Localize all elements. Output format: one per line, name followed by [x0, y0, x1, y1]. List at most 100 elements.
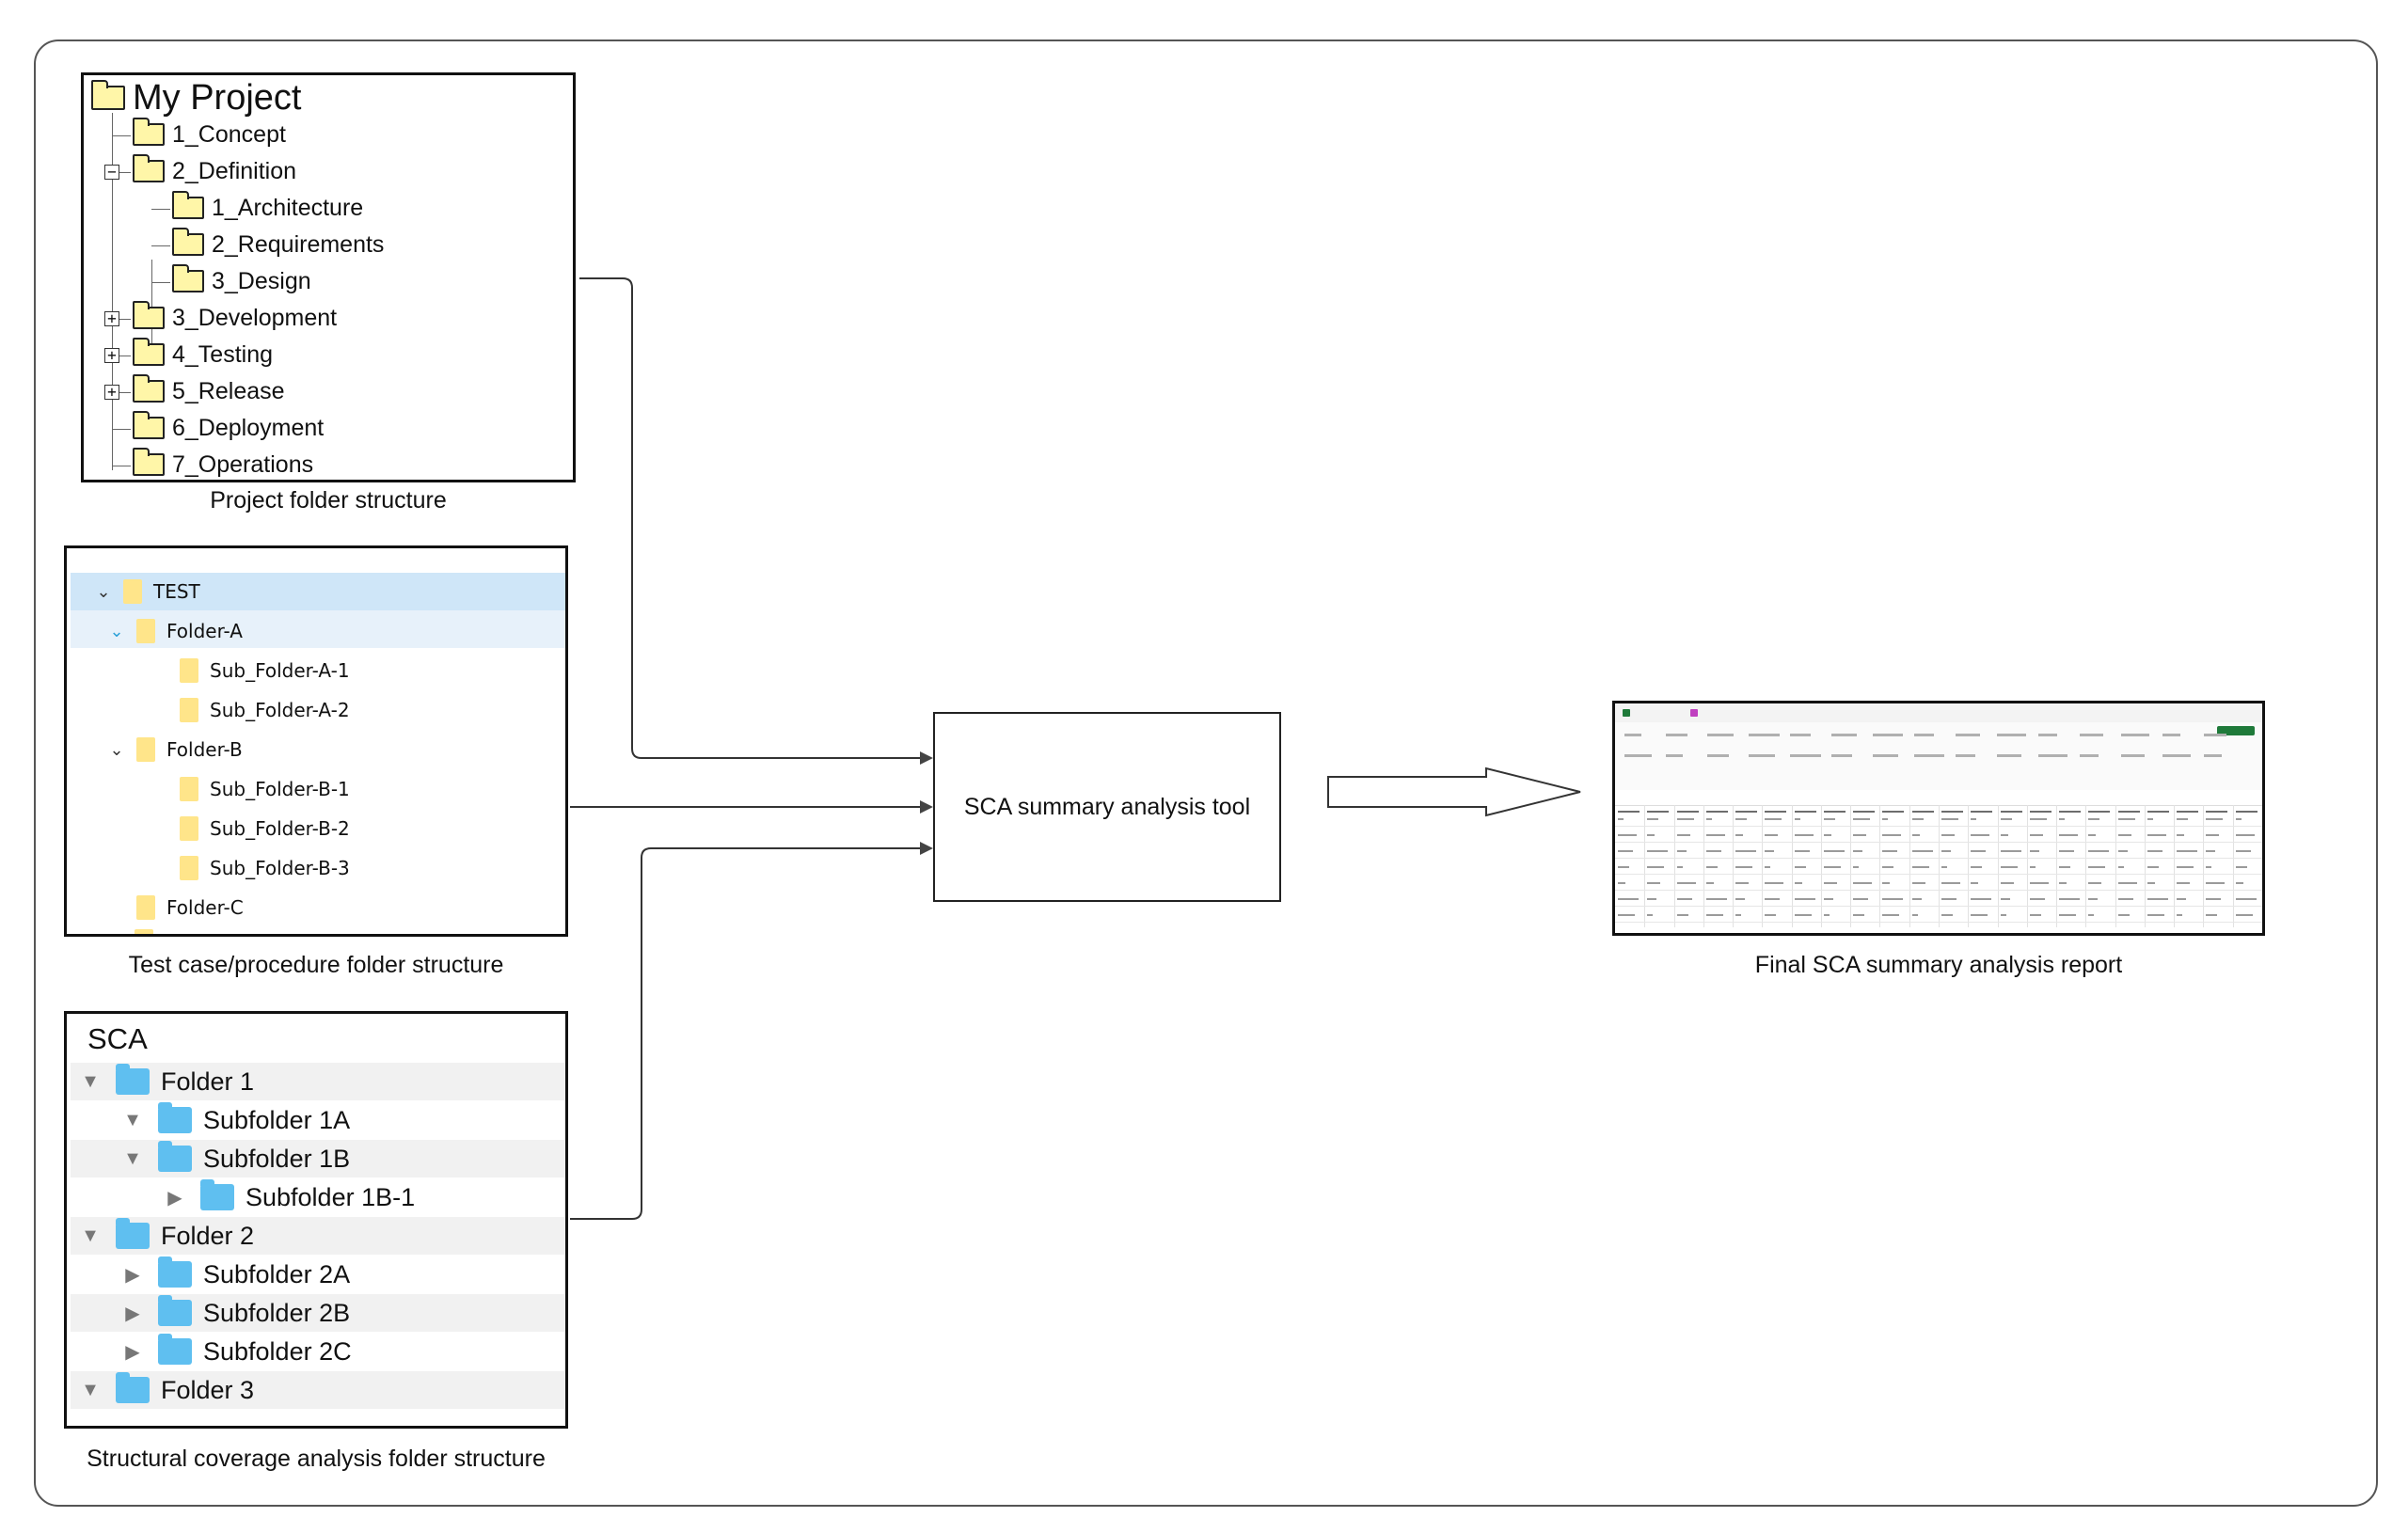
tree-item[interactable]: 6_Deployment	[133, 411, 324, 444]
grid-cell-text	[1677, 914, 1688, 916]
ribbon-control	[1666, 734, 1687, 736]
tree-item[interactable]: Folder-C	[108, 889, 244, 926]
tree-item[interactable]: Sub_Folder-B-2	[121, 810, 350, 847]
tree-item[interactable]: ▼ Folder 3	[80, 1371, 254, 1409]
tree-item-label: Subfolder 2C	[203, 1336, 352, 1366]
grid-cell-text	[2206, 850, 2215, 852]
folder-icon	[133, 118, 165, 146]
grid-cell-text	[1971, 898, 1991, 900]
tree-connector	[112, 319, 131, 320]
disclosure-right-icon[interactable]: ▶	[125, 1303, 140, 1324]
grid-cell-text	[1853, 898, 1868, 900]
grid-column-line	[1998, 805, 1999, 927]
tree-item[interactable]: ▶ Subfolder 2C	[122, 1333, 352, 1370]
header-cell-text	[1647, 811, 1669, 813]
report-caption: Final SCA summary analysis report	[1754, 952, 2123, 978]
tool-label: SCA summary analysis tool	[963, 793, 1251, 820]
grid-cell-text	[1765, 834, 1778, 836]
header-cell-text	[2206, 811, 2227, 813]
tree-item[interactable]: Sub_Folder-A-1	[121, 652, 350, 689]
tree-item[interactable]: Sub_Folder-B-3	[121, 849, 350, 887]
grid-cell-text	[2147, 850, 2162, 852]
tree-item[interactable]: 7_Operations	[133, 448, 313, 480]
grid-cell-text	[1941, 818, 1958, 820]
folder-icon	[135, 929, 153, 934]
folder-icon	[200, 1179, 234, 1210]
tree-item[interactable]: 5_Release	[133, 374, 285, 407]
tree-item[interactable]: ▼Folder 1	[80, 1063, 254, 1100]
tree-item[interactable]: ⌄Folder-B	[108, 731, 243, 768]
grid-cell-text	[1912, 834, 1920, 836]
grid-column-line	[1644, 805, 1645, 927]
expand-icon[interactable]: +	[104, 311, 119, 326]
tree-item[interactable]: 4_Testing	[133, 338, 274, 371]
tree-item[interactable]: ▼Subfolder 1B	[122, 1140, 350, 1177]
tree-root[interactable]: My Project	[91, 77, 301, 119]
disclosure-down-icon[interactable]: ▼	[123, 1147, 142, 1169]
grid-cell-text	[1618, 866, 1629, 868]
tree-item[interactable]: 2_Definition	[133, 154, 296, 187]
grid-cell-text	[2206, 882, 2225, 884]
header-cell-text	[2118, 811, 2140, 813]
tree-item[interactable]: ▶Subfolder 2B	[122, 1294, 350, 1332]
grid-cell-text	[2147, 866, 2159, 868]
chevron-down-icon[interactable]: ⌄	[96, 581, 111, 602]
tree-item[interactable]: ▼ Subfolder 1A	[122, 1101, 350, 1139]
excel-icon	[1623, 709, 1630, 717]
expand-icon[interactable]: +	[104, 348, 119, 363]
grid-cell-text	[1795, 866, 1806, 868]
grid-column-line	[2115, 805, 2116, 927]
grid-cell-text	[2147, 834, 2166, 836]
tree-item[interactable]: ▶Subfolder 2A	[122, 1256, 350, 1293]
grid-cell-text	[2088, 914, 2094, 916]
tree-item[interactable]: 1_Architecture	[172, 191, 363, 224]
tree-item[interactable]: ⌄TEST	[95, 573, 200, 610]
folder-icon	[136, 895, 155, 920]
tree-item-label: 4_Testing	[172, 340, 274, 368]
grid-cell-text	[1912, 850, 1933, 852]
grid-cell-text	[1853, 866, 1859, 868]
chevron-down-icon[interactable]: ⌄	[109, 621, 124, 641]
collapse-icon[interactable]: −	[104, 165, 119, 180]
tree-item[interactable]: 1_Concept	[133, 118, 286, 150]
tree-item-label: Sub_Folder-A-1	[210, 659, 350, 682]
sca-folder-tree: SCA ▼Folder 1▼Subfolder 1A▼Subfolder 1B▶…	[64, 1011, 568, 1429]
tree-item[interactable]: 2_Requirements	[172, 228, 384, 261]
disclosure-down-icon[interactable]: ▼	[81, 1070, 100, 1092]
diagram-frame	[34, 40, 2378, 1507]
grid-cell-text	[1765, 914, 1776, 916]
tree-connector	[151, 245, 170, 246]
ribbon-control	[2080, 734, 2103, 736]
expand-icon[interactable]: +	[104, 385, 119, 400]
tree-item[interactable]: ⌄Folder-A	[108, 612, 243, 650]
report-screenshot	[1612, 701, 2265, 936]
tree-item-label: Folder 3	[161, 1375, 255, 1404]
tree-item[interactable]: 3_Development	[133, 301, 337, 334]
grid-cell-text	[1618, 898, 1639, 900]
disclosure-right-icon[interactable]: ▶	[125, 1341, 140, 1363]
grid-cell-text	[2118, 882, 2137, 884]
disclosure-down-icon[interactable]: ▼	[81, 1379, 100, 1400]
grid-cell-text	[1677, 882, 1696, 884]
tree-item[interactable]: 3_Design	[172, 264, 311, 297]
grid-cell-text	[1735, 914, 1741, 916]
header-cell-text	[1912, 811, 1934, 813]
tree-item[interactable]: Sub_Folder-A-2	[121, 691, 350, 729]
disclosure-down-icon[interactable]: ▼	[81, 1225, 100, 1246]
disclosure-down-icon[interactable]: ▼	[123, 1109, 142, 1130]
grid-cell-text	[1882, 898, 1903, 900]
grid-cell-text	[2001, 850, 2021, 852]
tree-item-label: Subfolder 1A	[203, 1105, 351, 1134]
folder-icon	[172, 264, 204, 292]
tree-item[interactable]: ▶Subfolder 1B-1	[165, 1178, 415, 1216]
disclosure-right-icon[interactable]: ▶	[125, 1264, 140, 1286]
grid-cell-text	[1853, 850, 1862, 852]
tree-item[interactable]: ▼Folder 2	[80, 1217, 254, 1255]
disclosure-right-icon[interactable]: ▶	[167, 1187, 182, 1209]
chevron-down-icon[interactable]: ⌄	[109, 739, 124, 760]
tree-item[interactable]: Sub_Folder-B-1	[121, 770, 350, 808]
ribbon-control	[1790, 754, 1821, 757]
folder-icon	[116, 1372, 150, 1403]
grid-cell-text	[2088, 834, 2096, 836]
grid-column-line	[2145, 805, 2146, 927]
